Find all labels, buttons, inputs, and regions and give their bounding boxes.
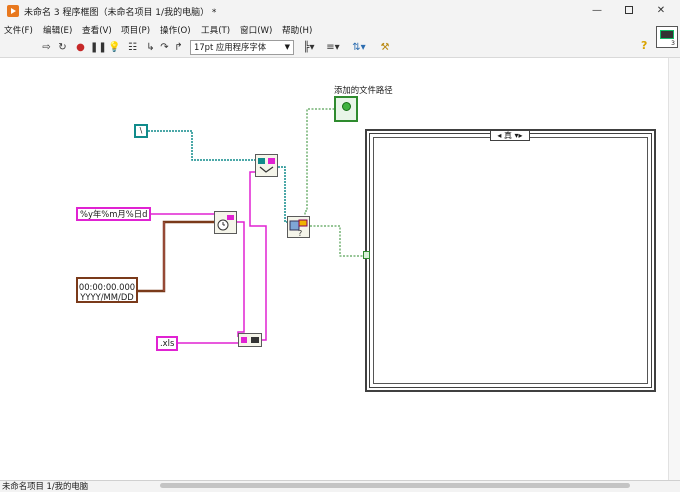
concatenate-icon <box>241 337 259 343</box>
menu-edit[interactable]: 编辑(E) <box>43 26 73 36</box>
toolbar: ⇨ ↻ ● ❚❚ 💡 ☷ ↳ ↷ ↱ 17pt 应用程序字体 ▼ ╠▾ ≡▾ ⇅… <box>0 38 680 58</box>
align-objects-icon[interactable]: ╠▾ <box>303 42 315 53</box>
case-selector-label: 真 <box>503 131 512 140</box>
led-icon <box>342 102 351 111</box>
step-out-icon[interactable]: ↱ <box>174 42 183 53</box>
case-frame <box>373 137 648 384</box>
close-button[interactable]: ✕ <box>656 5 666 16</box>
pause-icon[interactable]: ❚❚ <box>90 42 107 53</box>
case-selector[interactable]: ◂ 真 ▾▸ <box>490 130 530 141</box>
highlight-execution-icon[interactable]: 💡 <box>108 42 121 53</box>
menu-tools[interactable]: 工具(T) <box>201 26 231 36</box>
menu-view[interactable]: 查看(V) <box>82 26 112 36</box>
menu-bar: 文件(F) 编辑(E) 查看(V) 项目(P) 操作(O) 工具(T) 窗口(W… <box>0 22 680 38</box>
maximize-button[interactable] <box>614 2 644 20</box>
clock-icon <box>217 215 234 231</box>
svg-text:?: ? <box>298 229 302 237</box>
boolean-indicator[interactable] <box>334 96 358 122</box>
cleanup-diagram-icon[interactable]: ⚒ <box>380 42 390 53</box>
concatenate-strings-node[interactable] <box>238 333 262 347</box>
step-into-icon[interactable]: ↳ <box>146 42 155 53</box>
step-over-icon[interactable]: ↷ <box>160 42 169 53</box>
block-diagram[interactable] <box>0 58 668 480</box>
distribute-objects-icon[interactable]: ≡▾ <box>326 42 340 53</box>
separator-constant[interactable]: \ <box>134 124 148 138</box>
timestamp-time: 00:00:00.000 <box>78 282 136 292</box>
font-select[interactable]: 17pt 应用程序字体 ▼ <box>190 40 294 55</box>
timestamp-date: YYYY/MM/DD <box>80 292 134 302</box>
menu-project[interactable]: 项目(P) <box>121 26 151 36</box>
maximize-icon <box>625 6 633 14</box>
context-help-icon[interactable]: ? <box>641 39 648 52</box>
reorder-icon[interactable]: ⇅▾ <box>352 42 366 53</box>
vi-icon[interactable]: 3 <box>656 26 678 48</box>
extension-constant[interactable]: .xls <box>156 336 179 351</box>
run-arrow-icon[interactable]: ⇨ <box>42 42 51 53</box>
format-date-time-node[interactable] <box>214 211 237 234</box>
vi-icon-screen <box>660 30 674 39</box>
labview-app-icon <box>7 5 19 17</box>
folder-question-icon: ? <box>289 219 308 238</box>
vi-icon-number: 3 <box>671 40 675 47</box>
case-prev-icon[interactable]: ◂ <box>497 131 502 140</box>
status-text: 未命名项目 1/我的电脑 <box>2 481 89 491</box>
build-path-node[interactable] <box>255 154 278 177</box>
vertical-scrollbar[interactable] <box>668 58 680 480</box>
menu-operate[interactable]: 操作(O) <box>160 26 191 36</box>
menu-file[interactable]: 文件(F) <box>4 26 33 36</box>
retain-wire-values-icon[interactable]: ☷ <box>128 42 137 53</box>
run-continuously-icon[interactable]: ↻ <box>58 42 67 53</box>
case-selector-terminal[interactable] <box>363 251 370 259</box>
minimize-button[interactable]: — <box>592 5 602 16</box>
check-path-node[interactable]: ? <box>287 216 310 238</box>
menu-window[interactable]: 窗口(W) <box>240 26 273 36</box>
case-next-icon[interactable]: ▾▸ <box>514 131 523 140</box>
menu-help[interactable]: 帮助(H) <box>282 26 313 36</box>
timestamp-constant[interactable]: 00:00:00.000 YYYY/MM/DD <box>76 277 138 303</box>
abort-icon[interactable]: ● <box>76 42 85 53</box>
indicator-label: 添加的文件路径 <box>334 85 393 95</box>
font-select-value: 17pt 应用程序字体 <box>194 42 267 52</box>
case-structure[interactable] <box>365 129 656 392</box>
build-path-icon <box>258 158 275 173</box>
horizontal-scrollbar[interactable] <box>160 483 630 488</box>
window-title: 未命名 3 程序框图（未命名项目 1/我的电脑） * <box>24 8 217 18</box>
format-string-constant[interactable]: %y年%m月%日d <box>76 207 152 221</box>
title-bar: 未命名 3 程序框图（未命名项目 1/我的电脑） * — ✕ <box>0 0 680 22</box>
chevron-down-icon: ▼ <box>284 43 290 51</box>
